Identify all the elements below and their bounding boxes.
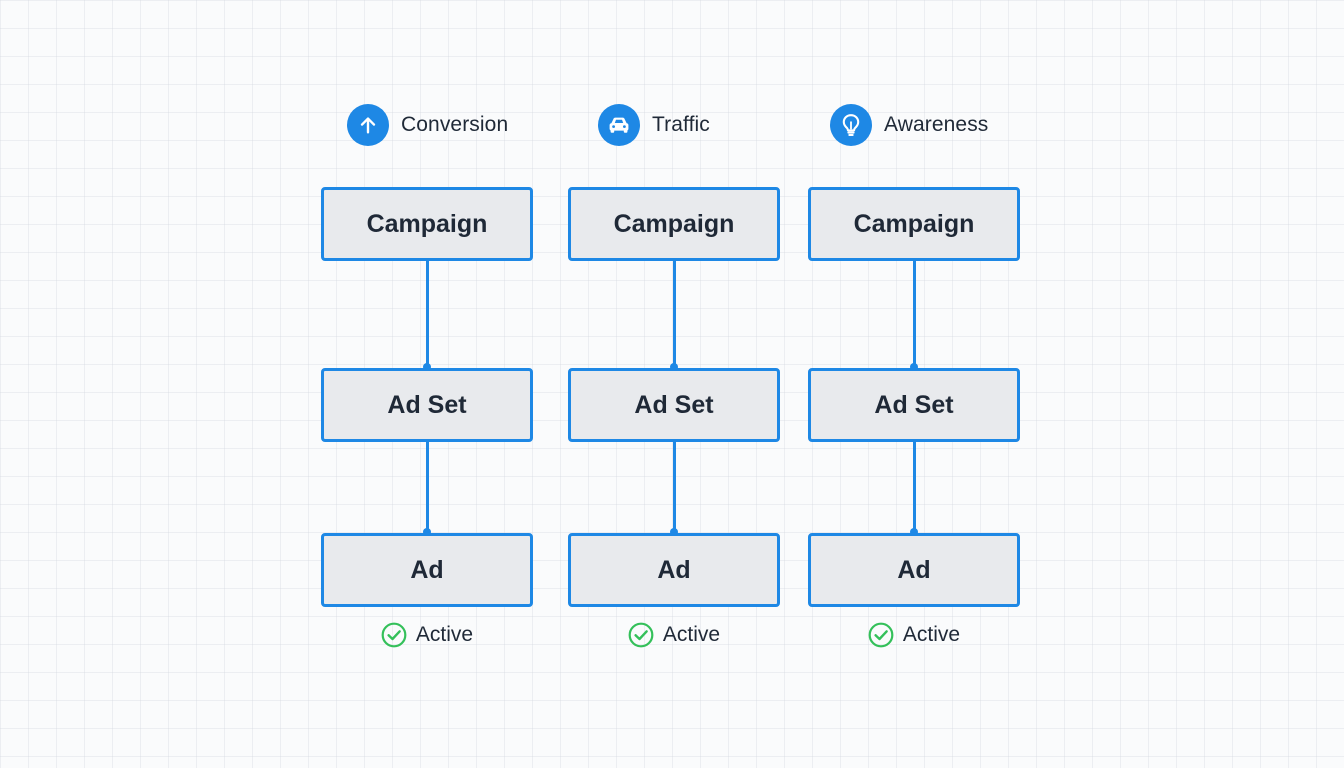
lightbulb-icon: [830, 104, 872, 146]
connector-dot: [670, 528, 678, 536]
ad-node[interactable]: Ad: [321, 533, 533, 607]
ad-set-node[interactable]: Ad Set: [321, 368, 533, 442]
ad-set-node[interactable]: Ad Set: [808, 368, 1020, 442]
check-circle-icon: [868, 622, 894, 648]
connector-dot: [910, 363, 918, 371]
status-label: Active: [662, 623, 721, 646]
car-icon: [598, 104, 640, 146]
connector-line: [423, 442, 431, 536]
status-label: Active: [902, 623, 961, 646]
ad-set-node[interactable]: Ad Set: [568, 368, 780, 442]
column-header-label: Conversion: [401, 113, 509, 136]
connector-line: [423, 261, 431, 371]
column-header-label: Traffic: [652, 113, 710, 136]
column-header: Traffic: [598, 104, 710, 146]
column-header: Awareness: [830, 104, 988, 146]
status-badge: Active: [808, 621, 1020, 649]
connector-dot: [670, 363, 678, 371]
ad-node[interactable]: Ad: [568, 533, 780, 607]
arrow-up-icon: [347, 104, 389, 146]
column-header: Conversion: [347, 104, 508, 146]
campaign-node[interactable]: Campaign: [568, 187, 780, 261]
column-traffic: Traffic Campaign Ad Set Ad Active: [568, 0, 780, 768]
connector-line: [670, 261, 678, 371]
column-awareness: Awareness Campaign Ad Set Ad Active: [808, 0, 1020, 768]
connector-line: [910, 261, 918, 371]
status-badge: Active: [568, 621, 780, 649]
check-circle-icon: [381, 622, 407, 648]
connector-dot: [423, 528, 431, 536]
connector-line: [910, 442, 918, 536]
status-label: Active: [415, 623, 474, 646]
column-conversion: Conversion Campaign Ad Set Ad Active: [321, 0, 533, 768]
connector-dot: [910, 528, 918, 536]
status-badge: Active: [321, 621, 533, 649]
ad-node[interactable]: Ad: [808, 533, 1020, 607]
campaign-node[interactable]: Campaign: [808, 187, 1020, 261]
check-circle-icon: [628, 622, 654, 648]
connector-dot: [423, 363, 431, 371]
campaign-node[interactable]: Campaign: [321, 187, 533, 261]
connector-line: [670, 442, 678, 536]
column-header-label: Awareness: [884, 113, 989, 136]
